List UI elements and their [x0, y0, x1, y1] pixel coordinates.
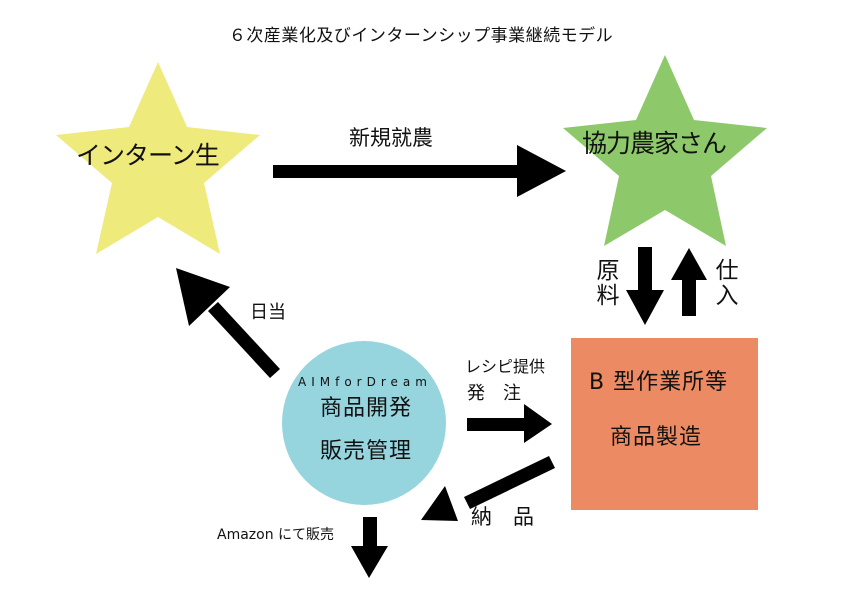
arrow-daily-wage [176, 268, 280, 378]
aim-circle [282, 341, 446, 505]
arrow-new-farming [273, 145, 566, 197]
arrow-amazon [351, 517, 388, 578]
workshop-line1: B 型作業所等 [589, 370, 729, 395]
intern-star [56, 62, 260, 254]
diagram-title: ６次産業化及びインターンシップ事業継続モデル [228, 26, 614, 46]
intern-label: インターン生 [76, 141, 220, 170]
farmer-label: 協力農家さん [582, 129, 727, 158]
aim-line2: 販売管理 [320, 439, 413, 464]
workshop-box [571, 338, 758, 510]
arrow-recipe-order [467, 404, 552, 443]
raw-materials-label: 原料 [592, 258, 618, 308]
recipe-label: レシピ提供 [465, 357, 546, 376]
farmer-star [563, 55, 767, 246]
daily-wage-label: 日当 [250, 302, 286, 323]
arrow-delivery [421, 456, 555, 521]
arrow-purchase [671, 248, 707, 316]
purchase-label: 仕入 [711, 258, 737, 308]
delivery-label: 納 品 [471, 505, 534, 529]
workshop-line2: 商品製造 [610, 425, 703, 450]
order-label: 発 注 [467, 383, 521, 404]
aim-line1: 商品開発 [320, 396, 413, 421]
new-farming-label: 新規就農 [349, 126, 433, 150]
aim-org-label: AIMforDream [298, 375, 432, 389]
arrow-raw-materials [626, 247, 664, 325]
amazon-label: Amazon にて販売 [217, 527, 335, 543]
